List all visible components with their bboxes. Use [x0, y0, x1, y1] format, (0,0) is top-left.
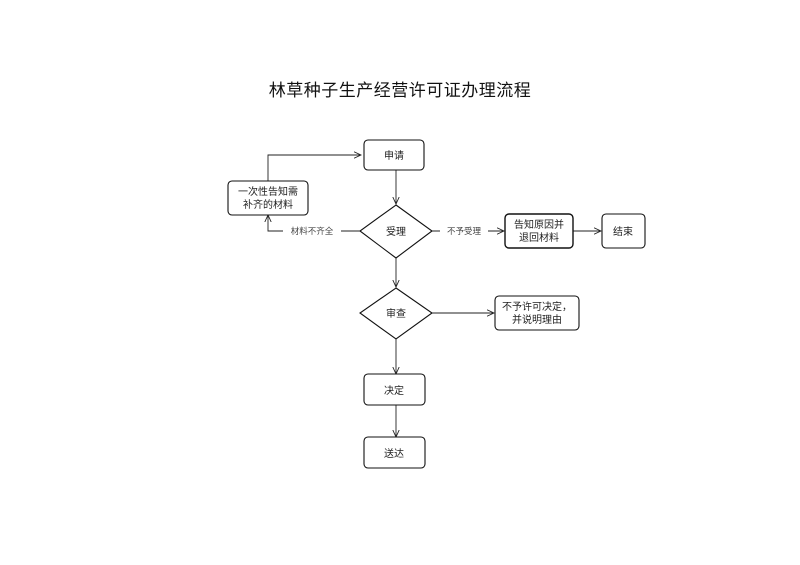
node-notify-return: [504, 213, 574, 249]
node-end: [601, 213, 646, 249]
edge-label-not-accepted: 不予受理: [447, 226, 482, 237]
node-deliver: [363, 436, 426, 469]
node-end-label: 结束: [613, 225, 633, 238]
edge-label-incomplete: 材料不齐全: [291, 226, 334, 237]
node-review-label: 审查: [386, 307, 406, 320]
edge-label-bg: [283, 223, 341, 237]
node-apply-label: 申请: [384, 149, 404, 162]
node-supplement-line1: 一次性告知需: [238, 185, 298, 198]
node-accept: [359, 204, 433, 259]
page-title: 林草种子生产经营许可证办理流程: [268, 81, 532, 101]
node-supplement-line2: 补齐的材料: [243, 198, 293, 211]
node-deny: [494, 295, 580, 331]
node-review: [359, 287, 433, 340]
node-apply: [363, 139, 425, 171]
node-notify-line2: 退回材料: [519, 231, 559, 244]
node-notify-line1: 告知原因并: [514, 218, 564, 231]
node-supplement: [227, 180, 309, 216]
edge-label-bg: [440, 223, 488, 237]
node-deliver-label: 送达: [384, 447, 404, 460]
node-decide: [363, 373, 426, 406]
node-deny-line1: 不予许可决定，: [502, 300, 572, 313]
edge-supplement-to-apply: [267, 155, 361, 181]
node-accept-label: 受理: [386, 226, 406, 238]
node-decide-label: 决定: [384, 384, 404, 397]
node-deny-line2: 并说明理由: [512, 313, 562, 326]
